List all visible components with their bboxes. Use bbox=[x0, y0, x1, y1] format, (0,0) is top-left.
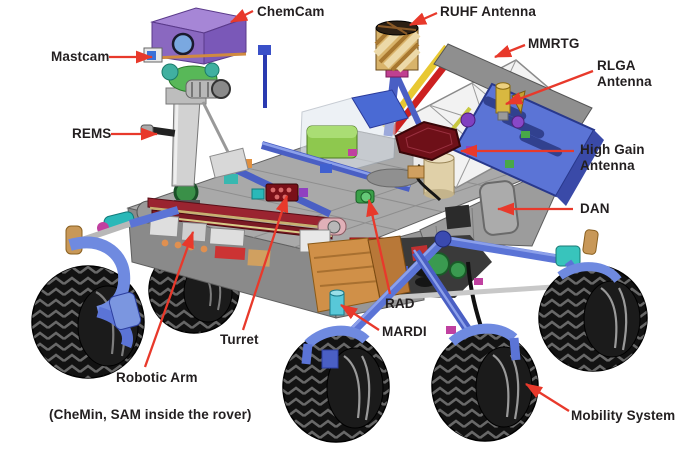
chemcam-instrument bbox=[150, 7, 248, 65]
ruhf-antenna bbox=[373, 20, 423, 137]
label-chemin-sam-note: (CheMin, SAM inside the rover) bbox=[49, 407, 252, 422]
label-rems: REMS bbox=[72, 126, 112, 141]
mardi-arrow bbox=[340, 304, 380, 331]
label-ruhf-antenna: RUHF Antenna bbox=[440, 4, 536, 19]
label-dan: DAN bbox=[580, 201, 610, 216]
label-high-gain-antenna: High Gain Antenna bbox=[580, 142, 645, 173]
mobility-arrow bbox=[525, 383, 570, 412]
label-turret: Turret bbox=[220, 332, 259, 347]
high-gain-antenna bbox=[394, 106, 476, 202]
label-chemcam: ChemCam bbox=[257, 4, 325, 19]
rlga-arrow bbox=[504, 69, 594, 106]
robotic-arm-arrow bbox=[143, 230, 195, 368]
turret-arrow bbox=[241, 194, 289, 331]
label-mobility-system: Mobility System bbox=[571, 408, 676, 423]
rad-arrow bbox=[366, 198, 392, 295]
label-rlga-antenna: RLGA Antenna bbox=[597, 58, 652, 89]
front-left-wheel-fork bbox=[68, 236, 142, 349]
label-mmrtg: MMRTG bbox=[528, 36, 580, 51]
mmrtg-arrow bbox=[493, 43, 526, 59]
mast-assembly bbox=[140, 7, 248, 220]
label-rad: RAD bbox=[385, 296, 415, 311]
wheel-far-right bbox=[538, 264, 648, 372]
mast-head-mount bbox=[161, 62, 231, 99]
ruhf-arrow bbox=[408, 11, 438, 27]
label-mardi: MARDI bbox=[382, 324, 427, 339]
label-mastcam: Mastcam bbox=[51, 49, 110, 64]
label-robotic-arm: Robotic Arm bbox=[116, 370, 198, 385]
chemcam-arrow bbox=[229, 9, 254, 24]
right-wheel-forks bbox=[301, 262, 622, 369]
